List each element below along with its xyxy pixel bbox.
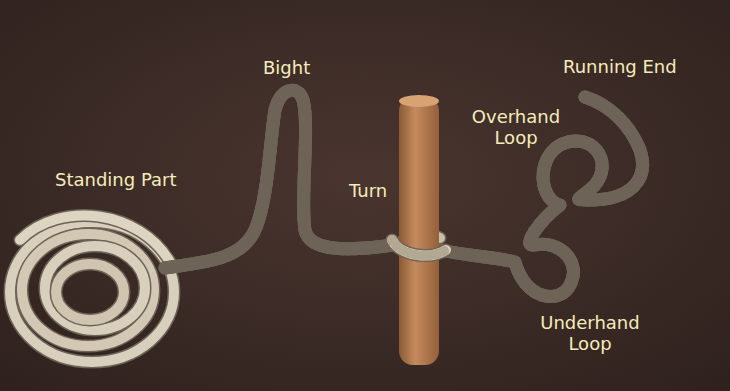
part-label: Underhand Loop	[540, 313, 640, 354]
part-label: Standing Part	[55, 170, 176, 191]
wooden-dowel	[399, 97, 439, 365]
dowel-top	[399, 95, 439, 107]
part-label: Bight	[263, 58, 310, 79]
rope-turn	[392, 240, 446, 255]
rope-coil	[10, 215, 174, 362]
part-label: Running End	[563, 57, 677, 78]
rope	[10, 90, 643, 362]
part-label: Turn	[349, 181, 387, 202]
part-label: Overhand Loop	[466, 107, 566, 148]
